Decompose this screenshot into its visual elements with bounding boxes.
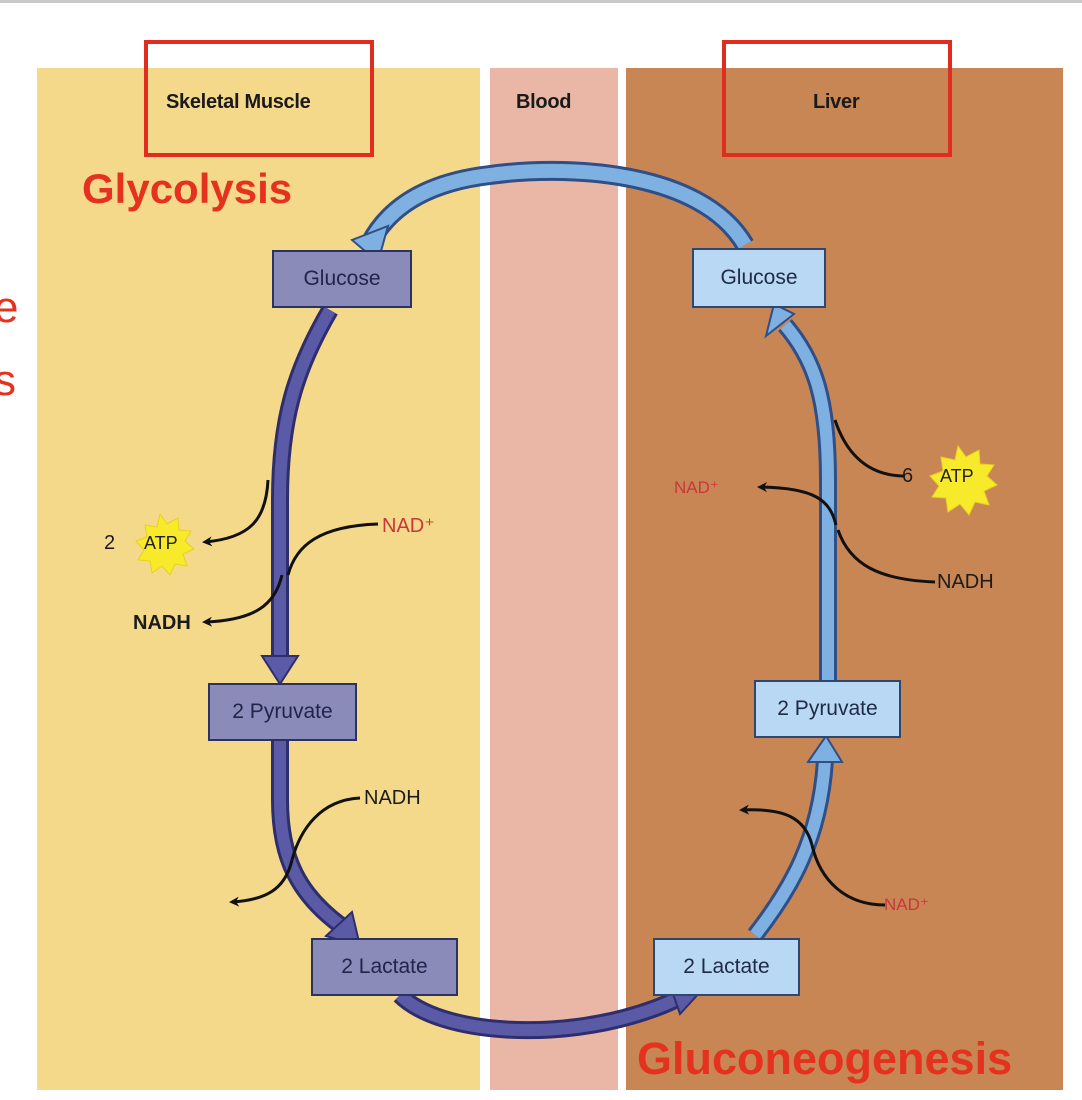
cut-off-text-1: e [0,283,19,332]
blood-glucose-transport-arrow [361,160,754,251]
lactate-to-pyruvate-arrow [747,759,834,941]
muscle-nadh-in-label: NADH [364,787,421,809]
skeletal-muscle-panel [37,68,480,1090]
liver-nad-out-label: NAD⁺ [674,478,719,497]
gluconeogenesis-annotation: Gluconeogenesis [637,1033,1013,1084]
nad-in-curve [286,522,379,576]
liver-nadh-out-curve [739,804,814,846]
liver-nad-in-label: NAD⁺ [884,895,929,914]
liver-lactate-box: 2 Lactate [653,938,800,996]
liver-atp-count: 6 [902,465,914,487]
muscle-atp-burst-icon [135,512,195,576]
liver-panel [626,68,1063,1090]
glycolysis-annotation: Glycolysis [82,165,293,212]
skeletal-muscle-highlight-box [144,40,374,157]
muscle-atp-count: 2 [104,532,116,554]
top-border [0,0,1082,3]
muscle-pyruvate-box: 2 Pyruvate [208,683,357,741]
muscle-nadh-out-label: NADH [133,612,191,634]
liver-nad-in-curve [810,844,886,907]
blood-panel [490,68,618,1090]
liver-atp-label: ATP [940,466,974,486]
liver-glucose-box: Glucose [692,248,826,308]
muscle-glucose-box: Glucose [272,250,412,308]
cut-off-text-2: s [0,356,16,405]
nad-out-curve [229,859,294,907]
blood-header: Blood [516,91,572,113]
liver-highlight-box [722,40,952,157]
liver-header: Liver [813,91,860,113]
liver-atp-burst-icon [929,444,998,516]
nadh-out-curve [202,574,284,627]
liver-atp-in-curve [833,419,906,478]
muscle-atp-label: ATP [144,533,178,553]
skeletal-muscle-header: Skeletal Muscle [166,91,311,113]
atp-out-curve [202,479,270,547]
nadh-in-curve [290,796,361,861]
liver-nadh-in-curve [836,529,936,584]
muscle-lactate-box: 2 Lactate [311,938,458,996]
liver-nadh-in-label: NADH [937,571,994,593]
liver-pyruvate-box: 2 Pyruvate [754,680,901,738]
liver-nad-out-curve [757,482,838,526]
muscle-nad-in-label: NAD⁺ [382,515,435,537]
